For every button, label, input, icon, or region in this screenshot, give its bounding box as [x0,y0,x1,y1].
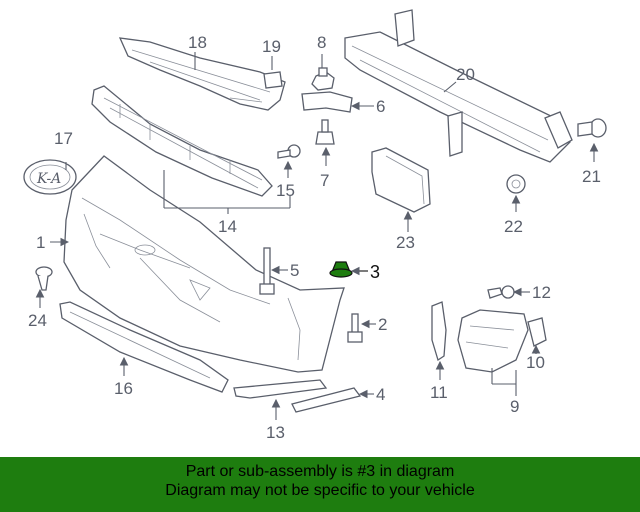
callout-7: 7 [320,171,329,190]
part-12-bolt[interactable] [487,285,515,299]
callout-4: 4 [376,385,385,404]
callout-24: 24 [28,311,47,330]
part-16-lower-lip[interactable] [59,301,229,393]
emblem-logo: K-A [36,171,61,187]
callout-13: 13 [266,423,285,442]
part-17-emblem[interactable]: K-A [23,159,77,195]
diagram-notice-banner: Part or sub-assembly is #3 in diagram Di… [0,457,640,512]
callout-labels: 18 19 8 20 6 17 21 7 15 22 14 23 1 5 3 1… [28,33,601,442]
callout-20: 20 [456,65,475,84]
callout-12: 12 [532,283,551,302]
callout-8: 8 [317,33,326,52]
part-18-upper-cover[interactable] [118,37,286,111]
part-23-sensor-module[interactable] [371,147,431,213]
part-21-bolt[interactable] [577,118,607,138]
part-20-reinforcement-beam[interactable] [344,9,573,163]
callout-2: 2 [378,315,387,334]
callout-23: 23 [396,233,415,252]
part-10-small-bracket[interactable] [527,317,547,347]
callout-17: 17 [54,129,73,148]
part-8-nut[interactable] [311,67,335,91]
callout-16: 16 [114,379,133,398]
part-22-nut[interactable] [506,174,526,194]
callout-18: 18 [188,33,207,52]
part-7-bolt[interactable] [315,119,335,145]
callout-5: 5 [290,261,299,280]
part-24-clip[interactable] [35,266,53,291]
callout-9: 9 [510,397,519,416]
part-1-bumper-cover[interactable] [63,155,345,373]
callout-1: 1 [36,233,45,252]
part-5-bolt[interactable] [259,247,275,295]
part-13-molding[interactable] [233,379,328,399]
part-15-clip[interactable] [277,144,301,159]
callout-6: 6 [376,97,385,116]
callout-19: 19 [262,37,281,56]
leader-lines [35,52,599,420]
callout-10: 10 [526,353,545,372]
part-19-bracket[interactable] [263,71,283,89]
notice-line-disclaimer: Diagram may not be specific to your vehi… [165,482,475,499]
part-3-nut-highlighted[interactable] [329,261,353,278]
callout-3-highlighted: 3 [370,262,380,282]
part-11-side-bracket[interactable] [431,301,447,362]
part-2-bolt[interactable] [347,313,363,343]
callout-14: 14 [218,217,237,236]
callout-21: 21 [582,167,601,186]
part-14-grille[interactable] [91,85,273,197]
callout-15: 15 [276,181,295,200]
callout-22: 22 [504,217,523,236]
part-6-bracket[interactable] [301,91,353,113]
part-9-bracket-assembly[interactable] [457,309,529,373]
parts-diagram: K-A [23,9,607,442]
notice-line-part: Part or sub-assembly is #3 in diagram [185,463,455,480]
callout-11: 11 [430,383,448,402]
